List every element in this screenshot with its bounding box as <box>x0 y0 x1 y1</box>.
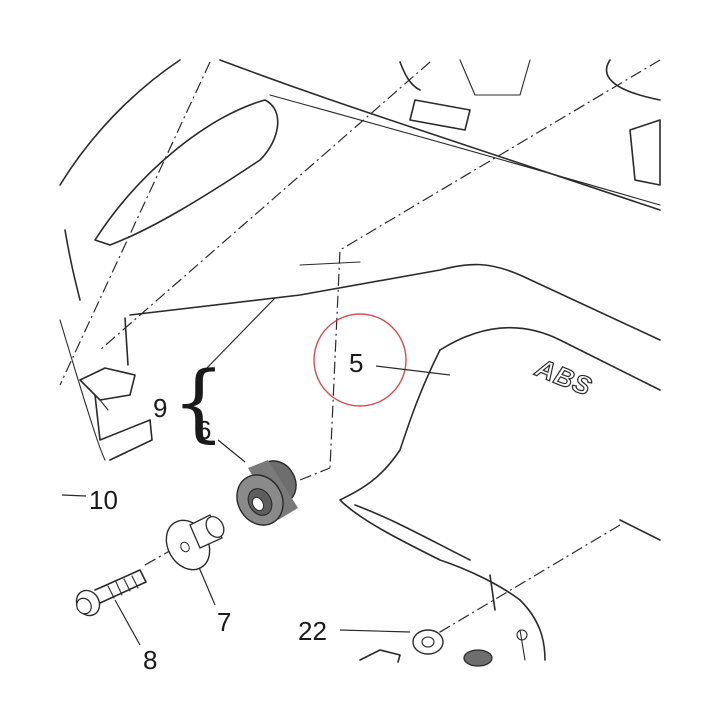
bracket-part-10 <box>79 367 153 461</box>
bolt-part-8 <box>75 569 147 617</box>
lower-fittings <box>359 649 493 667</box>
grommet-part-6 <box>236 460 298 526</box>
washer-part-22 <box>412 629 444 655</box>
fairing-upper-outline <box>59 59 661 461</box>
callout-part-22: 22 <box>298 616 327 646</box>
callout-part-7: 7 <box>217 607 232 637</box>
callout-part-8: 8 <box>143 645 158 675</box>
highlight-circle <box>313 313 407 407</box>
callout-part-9: 9 <box>153 393 168 423</box>
fairing-side-panel <box>124 263 661 661</box>
callout-part-10: 10 <box>89 485 118 515</box>
collar-part-7 <box>165 514 225 571</box>
callout-part-5: 5 <box>349 348 364 378</box>
callout-brace: { <box>172 353 226 451</box>
callout-part-6: 6 <box>197 415 212 445</box>
leader-lines <box>61 297 451 646</box>
